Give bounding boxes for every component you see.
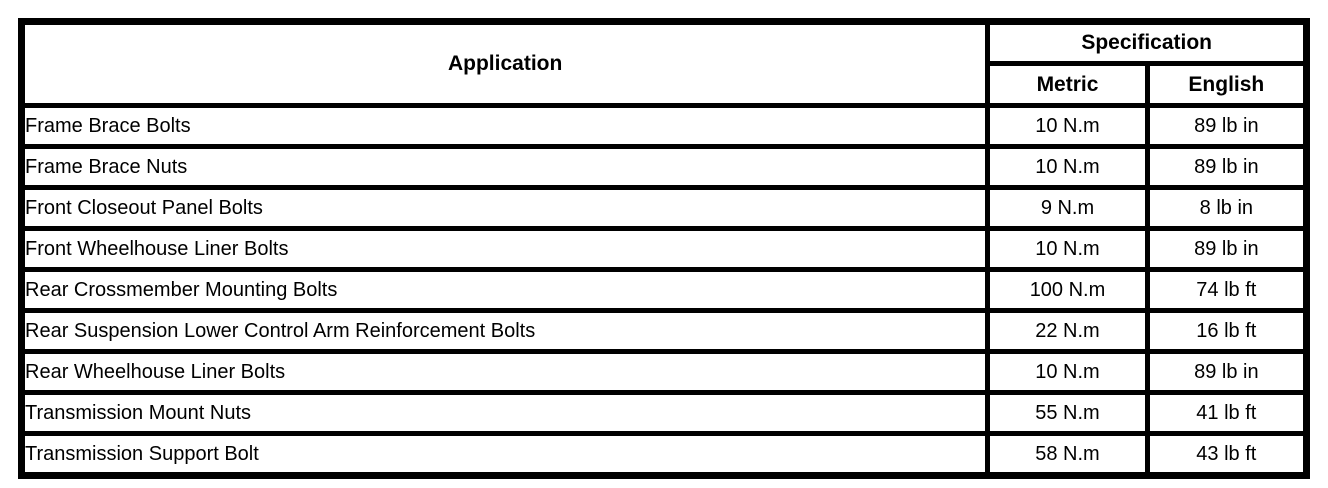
application-cell: Frame Brace Nuts bbox=[18, 144, 991, 190]
english-cell: 89 lb in bbox=[1144, 349, 1310, 395]
metric-cell: 100 N.m bbox=[985, 267, 1150, 313]
table-row: Rear Suspension Lower Control Arm Reinfo… bbox=[18, 308, 1310, 354]
table-row: Frame Brace Bolts 10 N.m 89 lb in bbox=[18, 103, 1310, 149]
table-row: Rear Crossmember Mounting Bolts 100 N.m … bbox=[18, 267, 1310, 313]
english-cell: 8 lb in bbox=[1144, 185, 1310, 231]
fastener-spec-table: Application Specification Metric English… bbox=[18, 18, 1310, 479]
table-row: Frame Brace Nuts 10 N.m 89 lb in bbox=[18, 144, 1310, 190]
metric-cell: 55 N.m bbox=[985, 390, 1150, 436]
metric-cell: 10 N.m bbox=[985, 144, 1150, 190]
application-cell: Rear Wheelhouse Liner Bolts bbox=[18, 349, 991, 395]
header-row-top: Application Specification bbox=[18, 19, 1309, 108]
english-cell: 41 lb ft bbox=[1144, 390, 1310, 436]
english-cell: 74 lb ft bbox=[1144, 267, 1310, 313]
col-header-application: Application bbox=[18, 19, 991, 108]
metric-cell: 58 N.m bbox=[985, 431, 1150, 478]
col-header-metric: Metric bbox=[985, 61, 1150, 108]
metric-cell: 10 N.m bbox=[985, 103, 1150, 149]
application-cell: Rear Crossmember Mounting Bolts bbox=[18, 267, 991, 313]
application-cell: Frame Brace Bolts bbox=[18, 103, 991, 149]
col-header-specification: Specification bbox=[985, 19, 1309, 66]
metric-cell: 9 N.m bbox=[985, 185, 1150, 231]
table-row: Front Closeout Panel Bolts 9 N.m 8 lb in bbox=[18, 185, 1310, 231]
col-header-english: English bbox=[1144, 61, 1310, 108]
metric-cell: 22 N.m bbox=[985, 308, 1150, 354]
application-cell: Front Wheelhouse Liner Bolts bbox=[18, 226, 991, 272]
metric-cell: 10 N.m bbox=[985, 226, 1150, 272]
header-row-sub: Metric English bbox=[22, 61, 1310, 108]
english-cell: 89 lb in bbox=[1144, 103, 1310, 149]
application-cell: Transmission Mount Nuts bbox=[18, 390, 991, 436]
table-row: Transmission Support Bolt 58 N.m 43 lb f… bbox=[18, 431, 1310, 478]
table-row: Front Wheelhouse Liner Bolts 10 N.m 89 l… bbox=[18, 226, 1310, 272]
application-cell: Front Closeout Panel Bolts bbox=[18, 185, 991, 231]
table-header: Application Specification Metric English bbox=[18, 19, 1310, 108]
application-cell: Rear Suspension Lower Control Arm Reinfo… bbox=[18, 308, 991, 354]
metric-cell: 10 N.m bbox=[985, 349, 1150, 395]
english-cell: 43 lb ft bbox=[1144, 431, 1310, 478]
application-cell: Transmission Support Bolt bbox=[18, 431, 991, 478]
table-row: Rear Wheelhouse Liner Bolts 10 N.m 89 lb… bbox=[18, 349, 1310, 395]
table-row: Transmission Mount Nuts 55 N.m 41 lb ft bbox=[18, 390, 1310, 436]
table-body: Frame Brace Bolts 10 N.m 89 lb in Frame … bbox=[18, 103, 1310, 478]
english-cell: 89 lb in bbox=[1144, 144, 1310, 190]
english-cell: 16 lb ft bbox=[1144, 308, 1310, 354]
english-cell: 89 lb in bbox=[1144, 226, 1310, 272]
